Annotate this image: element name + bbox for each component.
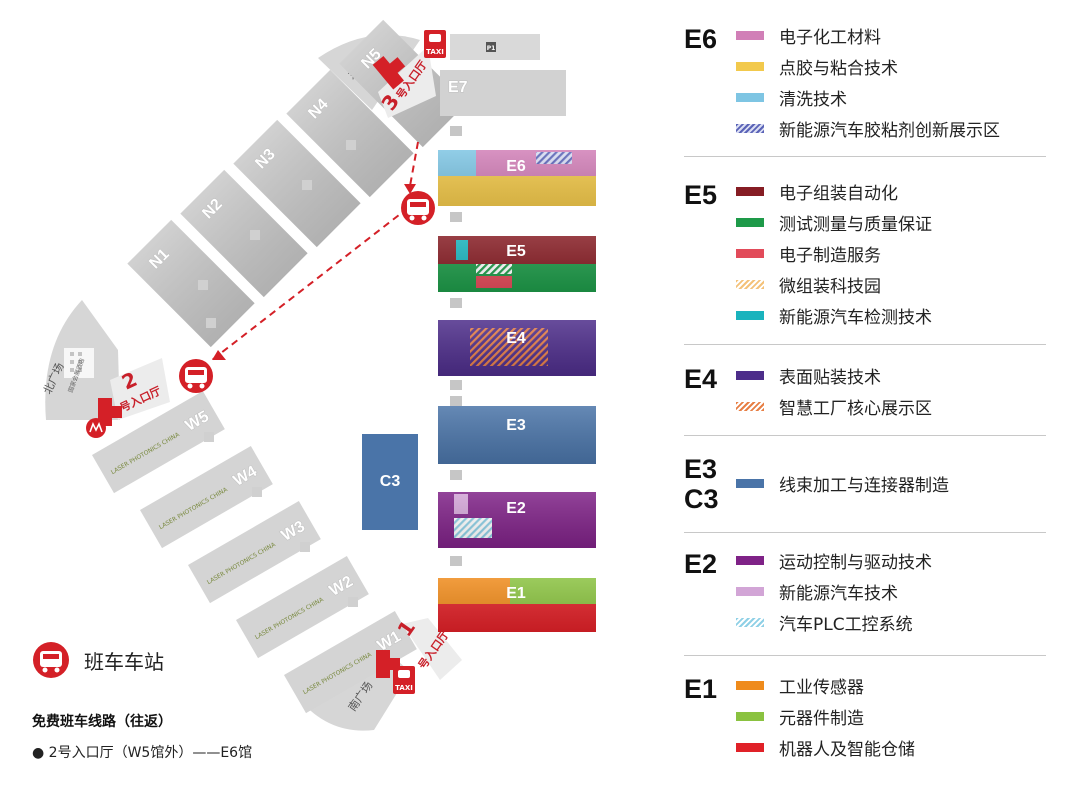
north-halls: N5 N4 N3 N2 N1 (127, 19, 467, 348)
legend-item: 汽车PLC工控系统 (736, 611, 913, 635)
hall-e6-label: E6 (506, 158, 526, 175)
legend-group-code: E5 (684, 180, 718, 210)
hall-e4-label: E4 (506, 330, 526, 347)
shuttle-station-e6[interactable] (401, 191, 435, 225)
hall-e5: E5 (438, 236, 596, 292)
hall-c3: C3 (362, 434, 418, 530)
hall-e4: E4 (438, 320, 596, 376)
shuttle-route-title: 免费班车线路（往返） (32, 714, 172, 730)
hall-e7 (440, 70, 566, 116)
shuttle-station-legend: 班车车站 (32, 641, 164, 679)
hall-w4 (140, 446, 273, 549)
legend-item: 新能源汽车检测技术 (736, 304, 932, 328)
hall-p1-label: P1 (487, 45, 496, 52)
legend-divider (684, 344, 1046, 345)
metro-icon (86, 418, 106, 438)
venue-map: 东广场 北广场 南广场 国家会展酒店 N5 N4 N3 N2 (40, 19, 596, 731)
shuttle-bus-icon (33, 642, 69, 678)
legend-divider (684, 655, 1046, 656)
entrance-1-marker-icon (376, 650, 400, 678)
legend-item: 智慧工厂核心展示区 (736, 395, 932, 419)
shuttle-station-label: 班车车站 (84, 649, 164, 674)
hall-e7-label: E7 (448, 79, 468, 96)
svg-text:TAXI: TAXI (426, 48, 444, 56)
legend-item: 机器人及智能仓储 (736, 736, 915, 760)
hall-e3: E3 (438, 406, 596, 464)
svg-text:TAXI: TAXI (395, 684, 413, 692)
legend-divider (684, 532, 1046, 533)
entrance-1[interactable]: 1 号入口厅 (392, 616, 462, 680)
hall-w5 (91, 391, 225, 494)
legend-item: 点胶与粘合技术 (736, 55, 898, 79)
legend-item: 新能源汽车技术 (736, 580, 898, 604)
shuttle-route-description: ● 2号入口厅（W5馆外）——E6馆 (32, 745, 253, 761)
legend-group-code: E2 (684, 549, 718, 579)
hall-e5-label: E5 (506, 243, 526, 260)
shuttle-station-entrance-2[interactable] (179, 359, 213, 393)
legend-item: 电子化工材料 (736, 24, 881, 48)
legend-group-code: E6 (684, 24, 718, 54)
east-connectors (450, 126, 462, 566)
hotel-icon (64, 348, 94, 378)
legend-item: 清洗技术 (736, 86, 847, 110)
legend-item: 电子组装自动化 (736, 180, 898, 204)
legend-item: 元器件制造 (736, 705, 864, 729)
legend-item: 电子制造服务 (736, 242, 881, 266)
hall-w3 (188, 501, 321, 604)
legend-item: 新能源汽车胶粘剂创新展示区 (736, 117, 1000, 141)
legend-item: 微组装科技园 (736, 273, 881, 297)
hall-e6: E6 (438, 150, 596, 206)
entrance-2[interactable]: 2 号入口厅 (110, 358, 170, 420)
legend-group-code: E4 (684, 364, 718, 394)
legend-item: 运动控制与驱动技术 (736, 549, 932, 573)
legend-group-code: E1 (684, 674, 718, 704)
hall-e2: E2 (438, 492, 596, 548)
entrance-3-marker-icon (372, 55, 406, 90)
west-halls: LASER PHOTONICS CHINA W5 LASER PHOTONICS… (91, 391, 417, 714)
shuttle-route (211, 141, 419, 361)
taxi-icon-south: TAXI (393, 666, 415, 694)
legend-divider (684, 156, 1046, 157)
hall-w1 (284, 611, 417, 714)
hall-c3-label: C3 (380, 473, 401, 490)
legend-item: 工业传感器 (736, 674, 864, 698)
legend-divider (684, 435, 1046, 436)
hall-e1-label: E1 (506, 585, 526, 602)
legend-item: 测试测量与质量保证 (736, 211, 932, 235)
entrance-2-marker-icon (98, 398, 122, 426)
hall-e1: E1 (438, 578, 596, 632)
hall-e2-label: E2 (506, 500, 526, 517)
taxi-icon-north: TAXI (424, 30, 446, 58)
legend-item: 线束加工与连接器制造 (736, 472, 949, 496)
hall-e3-label: E3 (506, 417, 526, 434)
hall-w2 (236, 556, 369, 659)
legend-item: 表面贴装技术 (736, 364, 881, 388)
